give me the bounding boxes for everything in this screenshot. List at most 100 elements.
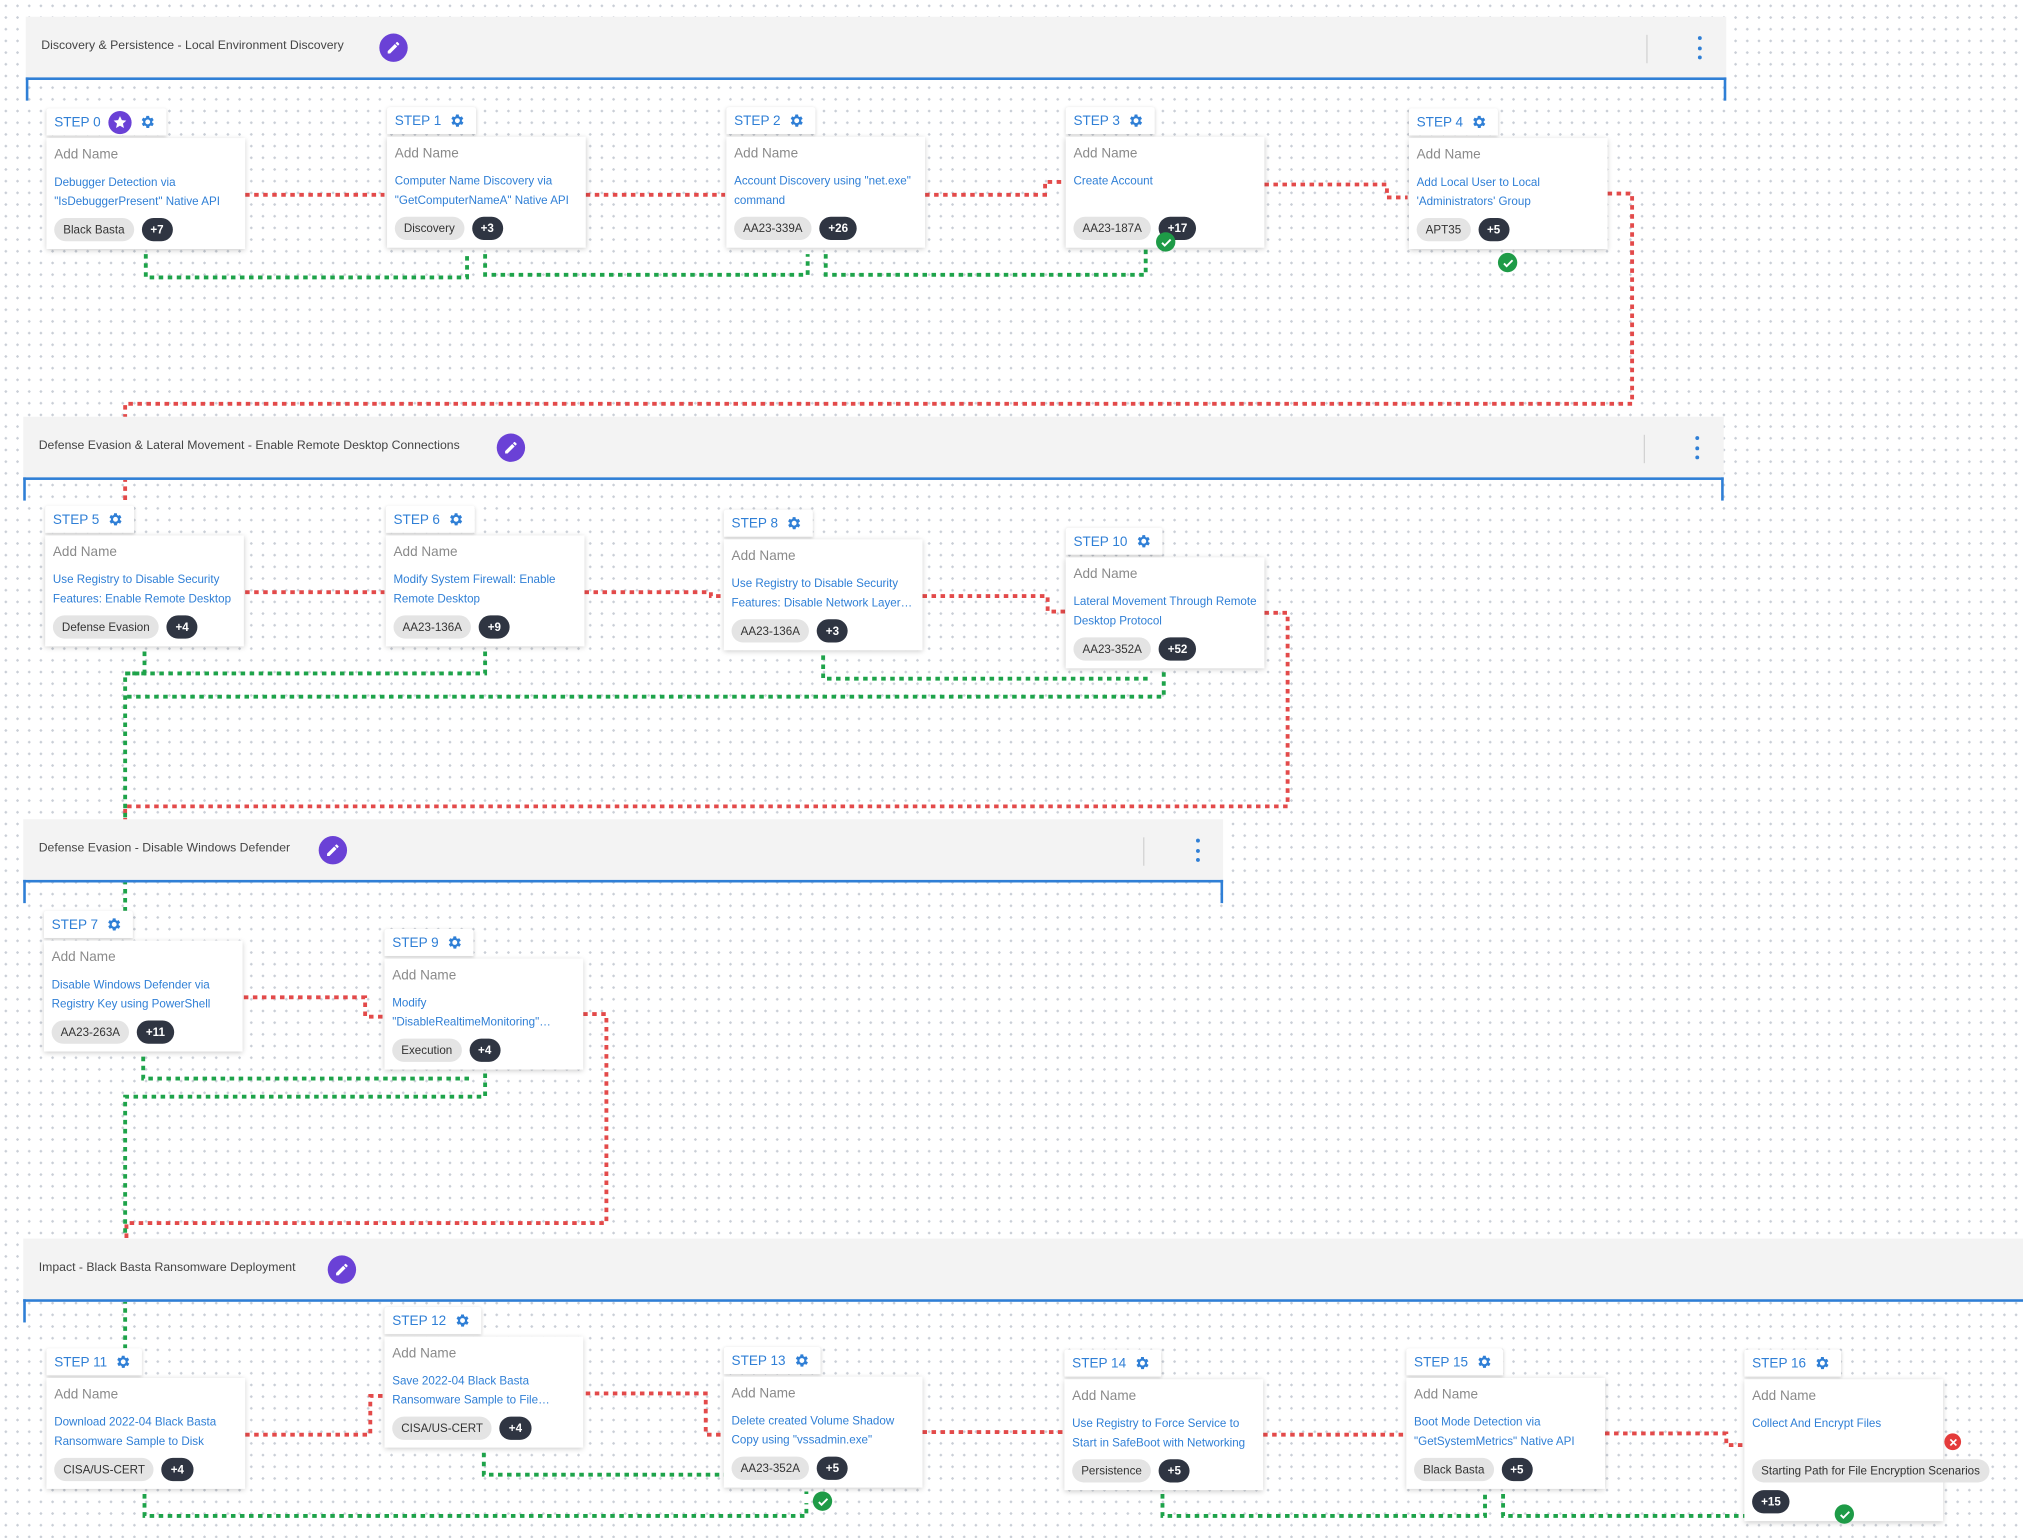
step-card[interactable]: Add Name Account Discovery using "net.ex… <box>726 136 926 248</box>
add-name-field[interactable]: Add Name <box>54 147 119 163</box>
kebab-menu-icon[interactable] <box>1693 36 1706 60</box>
add-name-field[interactable]: Add Name <box>392 967 457 984</box>
kebab-menu-icon[interactable] <box>1191 838 1204 862</box>
gear-icon[interactable] <box>788 112 805 129</box>
step-card[interactable]: Add Name Computer Name Discovery via "Ge… <box>387 136 586 248</box>
tag-chip[interactable]: AA23-339A <box>734 216 812 240</box>
step-name-link[interactable]: Lateral Movement Through Remote Desktop … <box>1073 594 1257 627</box>
more-tags-badge[interactable]: +7 <box>141 218 173 242</box>
add-name-field[interactable]: Add Name <box>1073 566 1138 582</box>
step-card[interactable]: Add Name Debugger Detection via "IsDebug… <box>46 138 246 250</box>
tag-chip[interactable]: Discovery <box>394 216 464 240</box>
edit-stage-button[interactable] <box>318 836 348 865</box>
gear-icon[interactable] <box>139 114 156 131</box>
more-tags-badge[interactable]: +4 <box>499 1416 532 1440</box>
gear-icon[interactable] <box>107 511 124 528</box>
step-card[interactable]: Add Name Use Registry to Disable Securit… <box>45 535 244 647</box>
step-name-link[interactable]: Modify "DisableRealtimeMonitoring" Regis… <box>392 996 540 1028</box>
add-name-field[interactable]: Add Name <box>731 548 796 564</box>
edit-stage-button[interactable] <box>327 1255 357 1284</box>
step-card[interactable]: Add Name Lateral Movement Through Remote… <box>1065 557 1265 669</box>
step-label[interactable]: STEP 4 <box>1416 114 1464 130</box>
step-label[interactable]: STEP 3 <box>1073 112 1120 129</box>
more-tags-badge[interactable]: +4 <box>469 1038 501 1062</box>
step-name-link[interactable]: Computer Name Discovery via "GetComputer… <box>394 174 569 206</box>
edit-stage-button[interactable] <box>496 433 526 462</box>
tag-chip[interactable]: CISA/US-CERT <box>392 1416 493 1440</box>
more-tags-badge[interactable]: +4 <box>161 1457 194 1482</box>
tag-chip[interactable]: AA23-352A <box>731 1456 810 1480</box>
step-card[interactable]: Add Name Boot Mode Detection via "GetSys… <box>1406 1377 1606 1489</box>
gear-icon[interactable] <box>1134 1355 1151 1372</box>
gear-icon[interactable] <box>448 511 465 528</box>
more-tags-badge[interactable]: +26 <box>819 216 858 240</box>
step-card[interactable]: Add Name Create Account AA23-187A +17 <box>1065 136 1265 248</box>
tag-chip[interactable]: APT35 <box>1416 218 1471 242</box>
step-label[interactable]: STEP 16 <box>1752 1355 1807 1371</box>
step-label[interactable]: STEP 5 <box>52 511 100 528</box>
gear-icon[interactable] <box>1128 112 1145 129</box>
add-name-field[interactable]: Add Name <box>392 1345 457 1362</box>
step-label[interactable]: STEP 10 <box>1073 533 1128 549</box>
edit-stage-button[interactable] <box>379 33 408 62</box>
gear-icon[interactable] <box>786 515 803 532</box>
tag-chip[interactable]: Defense Evasion <box>52 615 159 639</box>
more-tags-badge[interactable]: +11 <box>136 1020 174 1044</box>
add-name-field[interactable]: Add Name <box>52 544 117 560</box>
step-label[interactable]: STEP 11 <box>54 1354 108 1370</box>
more-tags-badge[interactable]: +3 <box>471 216 503 240</box>
gear-icon[interactable] <box>1814 1355 1831 1372</box>
add-name-field[interactable]: Add Name <box>54 1386 119 1403</box>
step-label[interactable]: STEP 7 <box>51 916 99 933</box>
add-name-field[interactable]: Add Name <box>734 145 799 162</box>
more-tags-badge[interactable]: +5 <box>1158 1459 1190 1483</box>
step-card[interactable]: Add Name Use Registry to Force Service t… <box>1064 1379 1264 1491</box>
tag-chip[interactable]: Black Basta <box>54 218 134 242</box>
gear-icon[interactable] <box>793 1352 810 1369</box>
more-tags-badge[interactable]: +15 <box>1752 1490 1790 1514</box>
more-tags-badge[interactable]: +9 <box>478 615 511 639</box>
step-card[interactable]: Add Name Use Registry to Disable Securit… <box>723 539 923 651</box>
step-card[interactable]: Add Name Modify "DisableRealtimeMonitori… <box>384 958 584 1070</box>
tag-chip[interactable]: AA23-352A <box>1073 637 1151 661</box>
step-card[interactable]: Add Name Add Local User to Local 'Admini… <box>1408 138 1608 250</box>
tag-chip[interactable]: AA23-136A <box>731 619 810 643</box>
step-card[interactable]: Add Name Download 2022-04 Black Basta Ra… <box>46 1377 246 1489</box>
step-card[interactable]: Add Name Save 2022-04 Black Basta Ransom… <box>384 1336 584 1448</box>
step-name-link[interactable]: Disable Windows Defender via Registry Ke… <box>51 977 211 1010</box>
add-name-field[interactable]: Add Name <box>1072 1388 1137 1404</box>
step-name-link[interactable]: Use Registry to Disable Security Feature… <box>52 572 232 605</box>
step-card[interactable]: Add Name Disable Windows Defender via Re… <box>43 940 243 1052</box>
step-card[interactable]: Add Name Modify System Firewall: Enable … <box>385 535 585 647</box>
gear-icon[interactable] <box>449 112 466 129</box>
step-name-link[interactable]: Create Account <box>1073 174 1153 188</box>
step-label[interactable]: STEP 8 <box>731 515 778 531</box>
step-label[interactable]: STEP 6 <box>393 511 440 528</box>
add-name-field[interactable]: Add Name <box>1073 145 1138 162</box>
close-icon[interactable] <box>1944 1433 1962 1451</box>
tag-chip[interactable]: AA23-187A <box>1073 216 1151 240</box>
gear-icon[interactable] <box>1476 1353 1493 1370</box>
step-name-link[interactable]: Use Registry to Force Service to Start i… <box>1072 1416 1246 1449</box>
add-name-field[interactable]: Add Name <box>51 949 116 966</box>
step-label[interactable]: STEP 13 <box>731 1352 786 1369</box>
tag-chip[interactable]: AA23-263A <box>51 1020 130 1044</box>
more-tags-badge[interactable]: +5 <box>816 1456 849 1480</box>
add-name-field[interactable]: Add Name <box>1414 1386 1479 1403</box>
step-name-link[interactable]: Collect And Encrypt Files <box>1752 1416 1882 1430</box>
tag-chip[interactable]: Black Basta <box>1414 1457 1494 1482</box>
gear-icon[interactable] <box>454 1312 471 1329</box>
tag-chip[interactable]: AA23-136A <box>393 615 471 639</box>
tag-chip[interactable]: Execution <box>392 1038 462 1062</box>
step-card[interactable]: Add Name Delete created Volume Shadow Co… <box>723 1376 923 1488</box>
more-tags-badge[interactable]: +3 <box>816 619 849 643</box>
more-tags-badge[interactable]: +52 <box>1158 637 1197 661</box>
step-name-link[interactable]: Save 2022-04 Black Basta Ransomware Samp… <box>392 1374 539 1406</box>
step-name-link[interactable]: Delete created Volume Shadow Copy using … <box>731 1414 895 1446</box>
tag-chip[interactable]: CISA/US-CERT <box>54 1457 154 1482</box>
add-name-field[interactable]: Add Name <box>1416 147 1481 163</box>
gear-icon[interactable] <box>106 916 123 933</box>
step-name-link[interactable]: Boot Mode Detection via "GetSystemMetric… <box>1414 1415 1575 1447</box>
step-name-link[interactable]: Use Registry to Disable Security Feature… <box>731 576 901 609</box>
